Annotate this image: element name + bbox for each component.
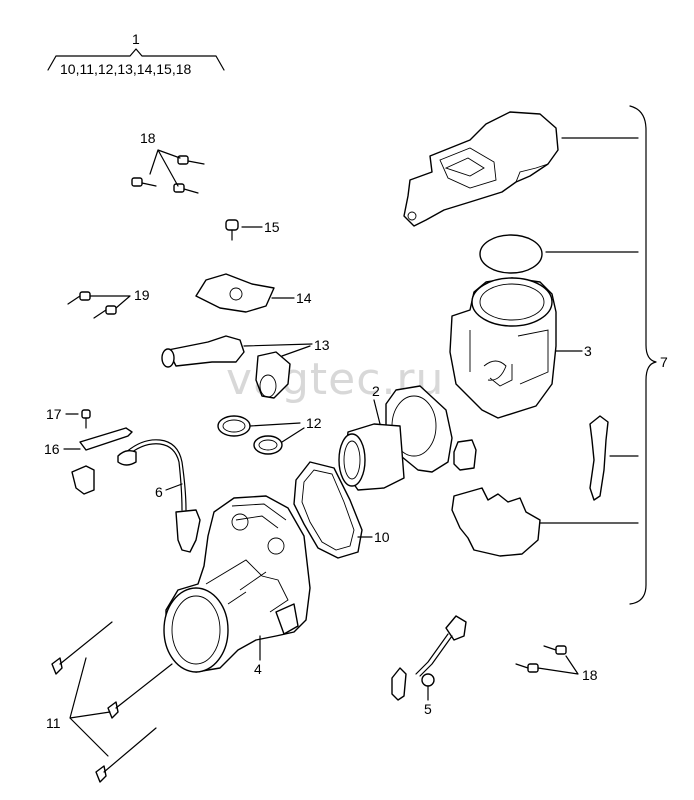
assembly-number: 1 xyxy=(132,31,140,47)
bolts-11: 11 xyxy=(46,621,173,783)
callout-7: 7 xyxy=(660,354,668,370)
callout-10: 10 xyxy=(374,529,390,545)
screw-15: 15 xyxy=(225,219,280,241)
bottom-plate xyxy=(451,487,541,557)
coolant-elbow-2: 2 xyxy=(338,383,477,491)
callout-12: 12 xyxy=(306,415,322,431)
screw-17: 17 xyxy=(46,406,91,429)
callout-6: 6 xyxy=(155,484,163,500)
mounting-bracket-16: 16 xyxy=(44,427,133,495)
callout-18-top: 18 xyxy=(140,130,156,146)
callout-18-bottom: 18 xyxy=(582,667,598,683)
connectors-13: 13 xyxy=(161,335,330,399)
top-cover xyxy=(403,111,559,227)
callout-15: 15 xyxy=(264,219,280,235)
callout-19: 19 xyxy=(134,287,150,303)
retaining-clip xyxy=(589,415,609,501)
callout-16: 16 xyxy=(44,441,60,457)
housing-3: 3 xyxy=(449,277,592,419)
callout-13: 13 xyxy=(314,337,330,353)
screws-18-top: 18 xyxy=(131,130,205,194)
seal-ring xyxy=(479,234,543,274)
screws-19: 19 xyxy=(67,287,150,319)
o-rings-12: 12 xyxy=(217,415,322,455)
assembly-bracket xyxy=(47,48,225,71)
group-brace: 7 xyxy=(539,105,668,605)
coolant-pump-4: 4 xyxy=(163,495,311,677)
cover-plate-14: 14 xyxy=(195,273,312,313)
callout-11: 11 xyxy=(46,715,61,731)
screws-18-bottom: 18 xyxy=(515,645,598,683)
callout-14: 14 xyxy=(296,290,312,306)
wiring-harness-6: 6 xyxy=(117,439,201,553)
assembly-contents: 10,11,12,13,14,15,18 xyxy=(60,61,192,77)
callout-17: 17 xyxy=(46,406,62,422)
temperature-sensor-5: 5 xyxy=(391,615,467,717)
callout-3: 3 xyxy=(584,343,592,359)
callout-4: 4 xyxy=(254,661,262,677)
callout-5: 5 xyxy=(424,701,432,717)
callout-2: 2 xyxy=(372,383,380,399)
gasket-10: 10 xyxy=(293,461,390,559)
assembly-header: 1 10,11,12,13,14,15,18 xyxy=(47,31,225,77)
